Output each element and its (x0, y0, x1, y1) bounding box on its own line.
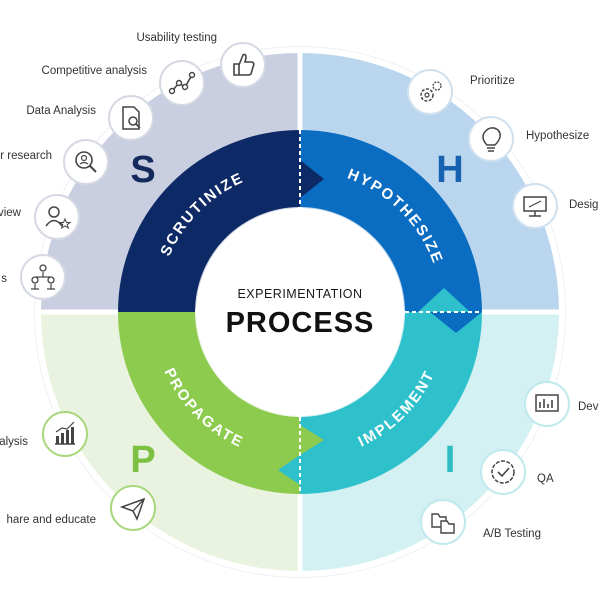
magnifier-person-icon (63, 139, 109, 185)
step-label-design: Desig (569, 199, 598, 211)
folders-icon (420, 499, 466, 545)
ring-segment-propagate (118, 312, 300, 494)
letter-p: P (130, 439, 155, 481)
step-label-review: view (0, 207, 22, 219)
arrow-implement-up (418, 288, 470, 312)
center-title: PROCESS (226, 307, 375, 339)
ring-segment-implement (300, 312, 482, 494)
ring-segment-scrutinize (118, 130, 300, 312)
thumbs-up-icon (220, 42, 266, 88)
arrow-propagate-to-implement (300, 425, 324, 455)
step-label-user-research: r research (0, 150, 52, 162)
step-label-analysis: alysis (0, 436, 28, 448)
center-circle (196, 208, 404, 416)
letter-s: S (130, 149, 155, 191)
badge-check-icon (480, 449, 526, 495)
arrow-hypothesize-to-implement (430, 312, 482, 333)
line-graph-icon (159, 60, 205, 106)
chart-screen-icon (524, 381, 570, 427)
step-label-develop: Dev (578, 401, 599, 413)
step-label-usability-testing: Usability testing (136, 32, 217, 44)
arrow-scrutinize-to-hypothesize (300, 160, 324, 198)
document-search-icon (108, 95, 154, 141)
letter-h: H (436, 149, 463, 191)
paper-plane-icon (110, 485, 156, 531)
letter-i: I (445, 439, 456, 481)
gears-icon (407, 69, 453, 115)
step-label-hypothesize: Hypothesize (526, 130, 589, 142)
ring-segment-hypothesize (300, 130, 482, 312)
lightbulb-icon (468, 116, 514, 162)
step-label-qa: QA (537, 473, 554, 485)
step-label-competitive-analysis: Competitive analysis (42, 65, 148, 77)
step-label-prioritize: Prioritize (470, 75, 515, 87)
step-label-interviews: s (1, 273, 7, 285)
arrow-implement-to-propagate (278, 455, 300, 485)
step-label-ab-testing: A/B Testing (483, 528, 541, 540)
person-star-icon (34, 194, 80, 240)
step-label-share-educate: hare and educate (6, 514, 96, 526)
center-subtitle: EXPERIMENTATION (237, 287, 362, 301)
people-network-icon (20, 254, 66, 300)
monitor-icon (512, 183, 558, 229)
bar-chart-icon (42, 411, 88, 457)
step-label-data-analysis: Data Analysis (26, 105, 96, 117)
